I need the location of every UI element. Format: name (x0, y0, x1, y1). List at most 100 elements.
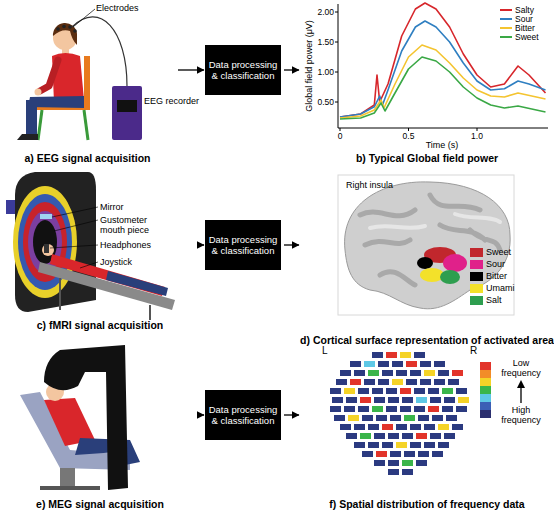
sensor-map (414, 352, 425, 358)
eeg-illustration (40, 60, 58, 91)
sensor-map (396, 424, 407, 430)
sensor-map (374, 460, 385, 466)
sensor-map (396, 442, 407, 448)
sensor-map (420, 361, 431, 367)
sensor-map (438, 370, 449, 376)
sensor-map (430, 433, 441, 439)
legend-text: Salty (515, 5, 534, 15)
sensor-map (386, 406, 397, 412)
frequency-colorbar (480, 386, 491, 394)
figure-label: 0.5 (394, 131, 424, 141)
gfp-chart (340, 21, 546, 117)
figure-label: EEG recorder (144, 96, 199, 106)
figure-label: 0 (325, 131, 355, 141)
sensor-map (444, 397, 455, 403)
sensor-map (330, 352, 469, 475)
sensor-map (406, 361, 417, 367)
figure-label: 1.0 (462, 131, 492, 141)
sensor-map (350, 361, 361, 367)
sensor-map (446, 415, 457, 421)
sensor-map (336, 379, 347, 385)
sensor-map (360, 433, 371, 439)
panel-caption: a) EEG signal acquisition (0, 152, 175, 165)
sensor-map (330, 388, 467, 394)
sensor-map (430, 397, 441, 403)
frequency-colorbar (480, 378, 491, 386)
legend-line (500, 36, 512, 38)
sensor-map (438, 424, 449, 430)
sensor-map (368, 424, 379, 430)
sensor-map (392, 379, 403, 385)
legend-swatch (470, 260, 483, 269)
sensor-map (416, 460, 427, 466)
sensor-map (340, 424, 463, 430)
sensor-map (382, 424, 393, 430)
legend-entry: Sour (500, 14, 533, 24)
sensor-map (448, 379, 459, 385)
sensor-map (400, 352, 411, 358)
legend-entry: Umami (470, 283, 515, 293)
fmri-illustration (6, 172, 175, 320)
sensor-map (336, 379, 459, 385)
legend-entry: Bitter (500, 23, 535, 33)
sensor-map (458, 397, 469, 403)
sensor-map (330, 406, 341, 412)
sensor-map (346, 433, 455, 439)
sensor-map (334, 415, 345, 421)
frequency-colorbar (480, 362, 491, 370)
sensor-map (362, 451, 443, 457)
legend-swatch (470, 272, 483, 281)
figure-label: Mirror (100, 202, 124, 212)
figure-label: 1.00 (300, 67, 334, 77)
figure-label: Headphones (100, 240, 151, 250)
sensor-map (390, 415, 401, 421)
sensor-map (346, 397, 357, 403)
legend-text: Sour (486, 259, 505, 269)
figure-panel: a) EEG signal acquisition (0, 0, 175, 165)
sensor-map (340, 370, 463, 376)
legend-text: Bitter (486, 271, 507, 281)
frequency-colorbar (517, 380, 525, 388)
meg-illustration (44, 345, 128, 490)
sensor-map (452, 370, 463, 376)
gfp-chart (338, 128, 548, 129)
legend-swatch (470, 284, 483, 293)
figure-label: Low frequency (497, 358, 545, 378)
sensor-map (362, 415, 373, 421)
sensor-map (402, 433, 413, 439)
sensor-map (330, 388, 341, 394)
panel-caption: c) fMRI signal acquisition (0, 319, 200, 332)
sensor-map (358, 406, 369, 412)
sensor-map (332, 397, 343, 403)
flow-arrow (178, 69, 204, 70)
flow-arrow (203, 414, 204, 415)
sensor-map (434, 361, 445, 367)
legend-text: Salt (486, 295, 502, 305)
sensor-map (364, 361, 375, 367)
fmri-illustration (106, 271, 168, 296)
sensor-map (348, 415, 359, 421)
eeg-illustration (84, 110, 88, 140)
sensor-map (372, 388, 383, 394)
sensor-map (400, 406, 411, 412)
sensor-map (388, 460, 399, 466)
sensor-map (374, 433, 385, 439)
figure-label: Global field power (μV) (304, 20, 314, 112)
fmri-illustration (149, 305, 151, 320)
brain-surface (338, 175, 514, 315)
sensor-map (360, 397, 371, 403)
figure-panel: d) Cortical surface representation of ac… (300, 165, 554, 347)
sensor-map (410, 370, 421, 376)
sensor-map (376, 415, 387, 421)
legend-entry: Sweet (500, 32, 539, 42)
figure-label: Right insula (346, 180, 393, 190)
sensor-map (438, 442, 449, 448)
gfp-chart (335, 3, 548, 131)
sensor-map (388, 469, 399, 475)
sensor-map (388, 397, 399, 403)
sensor-map (372, 406, 383, 412)
fmri-illustration (50, 207, 98, 268)
sensor-map (418, 451, 429, 457)
figure-label: 2.00 (300, 7, 334, 17)
fmri-illustration (42, 244, 54, 256)
